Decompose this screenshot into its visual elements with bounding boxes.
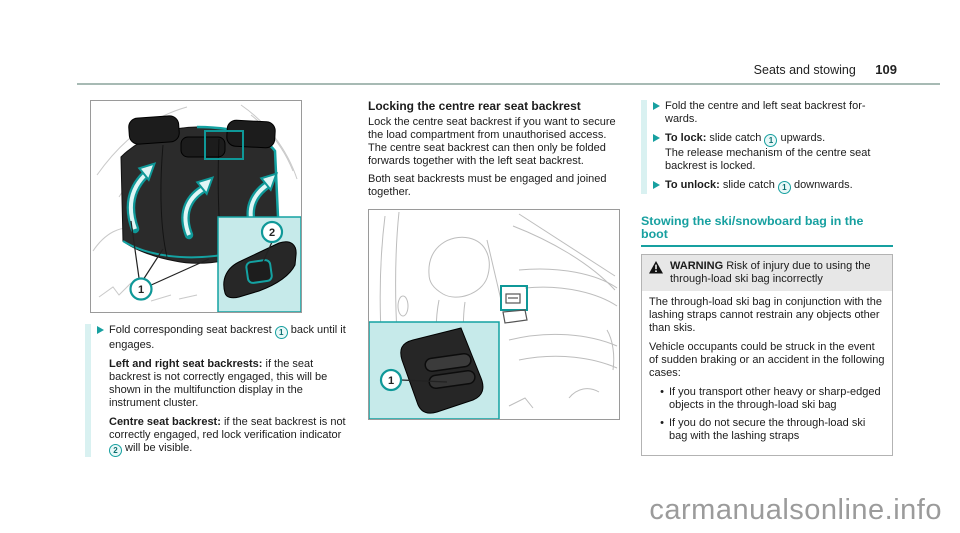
page-header: Seats and stowing 109: [77, 62, 897, 77]
svg-text:1: 1: [138, 284, 144, 296]
locking-paragraph-2: Both seat backrests must be engaged and …: [368, 173, 607, 198]
change-bar: [641, 100, 647, 194]
warning-header: WARNING Risk of injury due to using the …: [642, 255, 892, 291]
note-centre-backrest: Centre seat backrest: if the seat backre…: [109, 416, 346, 457]
callout-leader-lines: [130, 220, 210, 287]
column-left: 1 2 Fold corresponding seat backrest 1 b…: [85, 100, 347, 457]
bullet-arrow-icon: [653, 181, 660, 189]
warning-title: WARNING Risk of injury due to using the …: [670, 260, 871, 285]
instruction-text: To unlock: slide catch 1 downwards.: [665, 179, 853, 194]
note-left-right-backrests: Left and right seat backrests: if the se…: [109, 358, 328, 409]
bullet-arrow-icon: [97, 326, 104, 334]
warning-item-text: If you transport other heavy or sharp-ed…: [669, 386, 881, 411]
rear-seat-backrest-figure: 1 2: [90, 100, 302, 313]
callout-badge: 1: [764, 134, 778, 147]
warning-list-item: • If you transport other heavy or sharp-…: [655, 386, 885, 412]
catch-highlight-box: [500, 285, 528, 311]
interior-catch-figure: 1: [368, 209, 620, 420]
header-section-title: Seats and stowing: [753, 63, 856, 77]
svg-text:2: 2: [269, 227, 275, 239]
instruction-text: Fold the centre and left seat backrest f…: [665, 100, 866, 125]
warning-item-text: If you do not secure the through-load sk…: [669, 417, 866, 442]
column-middle: Locking the centre rear seat backrest Lo…: [368, 100, 626, 424]
bullet-arrow-icon: [653, 102, 660, 110]
warning-list-item: • If you do not secure the through-load …: [655, 417, 885, 443]
instruction-text: To lock: slide catch 1 upwards.The relea…: [665, 132, 871, 172]
bullet-dot-icon: •: [660, 417, 664, 429]
change-bar: [85, 324, 91, 457]
locking-section-heading: Locking the centre rear seat backrest: [368, 99, 581, 113]
catch-detail-inset: 1: [368, 321, 500, 420]
lock-area-highlight-box: [204, 130, 244, 160]
warning-body: The through-load ski bag in conjunction …: [642, 291, 892, 455]
instruction-item: To lock: slide catch 1 upwards.The relea…: [650, 132, 893, 173]
callout-1: 1: [379, 368, 403, 392]
callout-badge: 2: [109, 444, 122, 457]
instruction-item: Fold the centre and left seat backrest f…: [650, 100, 893, 126]
column-right: Fold the centre and left seat backrest f…: [641, 100, 893, 456]
fold-instruction-block: Fold corresponding seat backrest 1 back …: [85, 324, 347, 457]
headrests: [128, 115, 276, 158]
fold-arrows: [126, 162, 279, 240]
page-number: 109: [875, 62, 897, 77]
warning-paragraph-1: The through-load ski bag in conjunction …: [649, 296, 882, 334]
lock-unlock-instruction-block: Fold the centre and left seat backrest f…: [641, 100, 893, 194]
warning-icon: [649, 261, 663, 274]
instruction-item: To unlock: slide catch 1 downwards.: [650, 179, 893, 194]
instruction-text: Fold corresponding seat backrest 1 back …: [109, 324, 346, 351]
watermark: carmanualsonline.info: [649, 494, 942, 526]
lock-detail-inset: 2: [217, 216, 302, 313]
callout-badge: 1: [777, 181, 791, 194]
ski-bag-section-heading: Stowing the ski/snowboard bag in the boo…: [641, 215, 893, 247]
bullet-arrow-icon: [653, 134, 660, 142]
warning-box: WARNING Risk of injury due to using the …: [641, 254, 893, 456]
bullet-dot-icon: •: [660, 386, 664, 398]
callout-badge: 1: [274, 326, 288, 339]
callout-2: 2: [260, 220, 284, 244]
locking-paragraph-1: Lock the centre seat backrest if you wan…: [368, 116, 616, 167]
instruction-item: Fold corresponding seat backrest 1 back …: [94, 324, 347, 352]
header-rule: [77, 83, 940, 85]
catch-sketch: [502, 293, 528, 324]
svg-text:1: 1: [388, 375, 394, 387]
callout-1: 1: [129, 277, 153, 301]
warning-paragraph-2: Vehicle occupants could be struck in the…: [649, 341, 885, 379]
